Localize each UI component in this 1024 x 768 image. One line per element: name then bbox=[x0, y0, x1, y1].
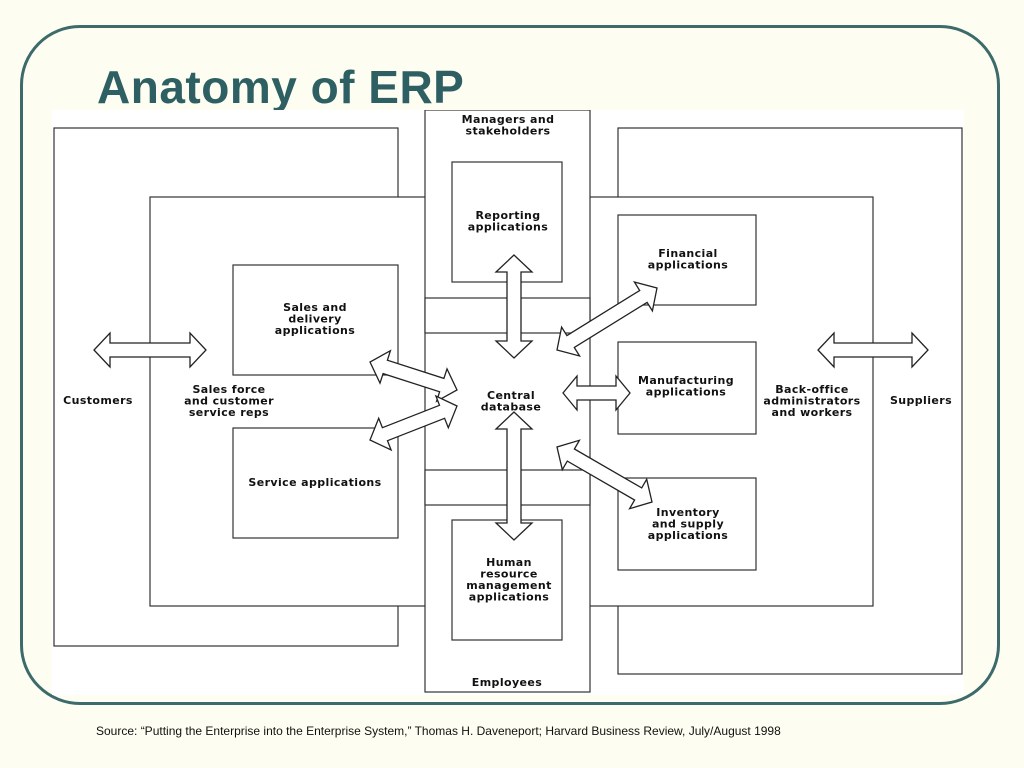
managers-stakeholders-label-line: stakeholders bbox=[466, 125, 551, 138]
sales-delivery-label-line: delivery bbox=[288, 313, 341, 326]
slide-frame bbox=[20, 25, 1000, 705]
suppliers-label-line: Suppliers bbox=[890, 394, 952, 407]
inventory-database-arrow bbox=[556, 439, 653, 510]
customers-arrow bbox=[93, 331, 207, 369]
manufacturing-database-arrow bbox=[562, 374, 631, 412]
backoffice-workers-label-line: administrators bbox=[763, 395, 860, 408]
manufacturing-applications-label-line: Manufacturing bbox=[638, 374, 734, 387]
hr-applications-label-line: resource bbox=[480, 568, 537, 581]
hr-applications-box bbox=[451, 519, 563, 641]
service-database-arrow bbox=[369, 394, 458, 452]
sales-force-label-line: Sales force bbox=[192, 383, 265, 396]
customers-label-line: Customers bbox=[63, 394, 133, 407]
manufacturing-applications-box bbox=[617, 341, 757, 435]
hr-applications-label-line: applications bbox=[469, 591, 549, 604]
employees-label: Employees bbox=[472, 676, 542, 689]
financial-database-arrow bbox=[556, 280, 658, 358]
inventory-supply-label-line: applications bbox=[648, 529, 728, 542]
customers-label: Customers bbox=[63, 394, 133, 407]
service-applications-label-line: Service applications bbox=[248, 476, 381, 489]
financial-applications-label-line: Financial bbox=[658, 247, 717, 260]
reporting-applications-label-line: Reporting bbox=[475, 209, 540, 222]
service-applications-box bbox=[232, 427, 399, 539]
sales-delivery-applications-box bbox=[232, 264, 399, 376]
hr-applications-label-line: management bbox=[466, 579, 552, 592]
reporting-applications-label-line: applications bbox=[468, 221, 548, 234]
employees-label-line: Employees bbox=[472, 676, 542, 689]
financial-applications-label-line: applications bbox=[648, 259, 728, 272]
backoffice-workers-label-line: Back-office bbox=[775, 383, 849, 396]
sales-delivery-label-line: applications bbox=[275, 324, 355, 337]
service-applications-label: Service applications bbox=[248, 476, 381, 489]
hr-database-arrow bbox=[494, 411, 534, 541]
inventory-supply-label-line: Inventory bbox=[656, 506, 719, 519]
sales-database-arrow bbox=[369, 349, 458, 403]
slide-title: Anatomy of ERP bbox=[97, 61, 465, 113]
sales-force-label-line: service reps bbox=[189, 406, 269, 419]
reporting-database-arrow bbox=[494, 254, 534, 359]
backoffice-workers-label-line: and workers bbox=[772, 406, 853, 419]
central-database-label-line: database bbox=[481, 401, 541, 414]
hr-applications-label-line: Human bbox=[486, 556, 532, 569]
inventory-supply-label-line: and supply bbox=[652, 518, 724, 531]
sales-force-label-line: and customer bbox=[184, 395, 274, 408]
manufacturing-applications-label-line: applications bbox=[646, 386, 726, 399]
source-citation: Source: “Putting the Enterprise into the… bbox=[96, 724, 781, 738]
suppliers-arrow bbox=[817, 331, 929, 369]
central-database-label-line: Central bbox=[487, 389, 535, 402]
managers-stakeholders-label-line: Managers and bbox=[462, 113, 555, 126]
suppliers-label: Suppliers bbox=[890, 394, 952, 407]
sales-delivery-label-line: Sales and bbox=[283, 301, 347, 314]
